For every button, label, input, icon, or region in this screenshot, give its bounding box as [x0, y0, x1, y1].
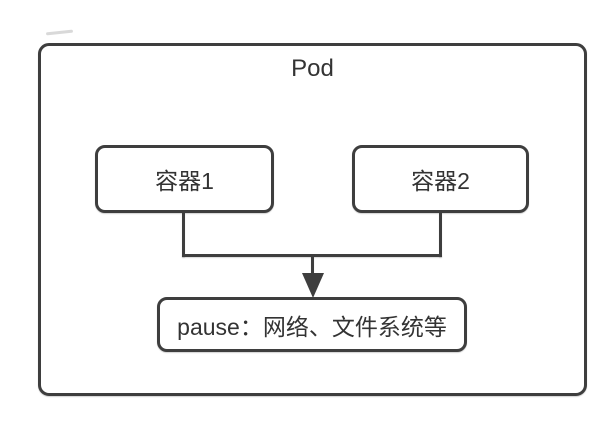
- container-1-node: 容器1: [95, 145, 274, 213]
- pod-title: Pod: [291, 55, 334, 82]
- arrow-down-icon: [302, 273, 324, 298]
- container-2-label: 容器2: [411, 168, 470, 194]
- container-2-node: 容器2: [352, 145, 529, 213]
- connector-arrow-stem: [311, 254, 314, 280]
- connector-left-drop: [182, 213, 185, 257]
- pause-node: pause：网络、文件系统等: [157, 297, 467, 352]
- pause-label: pause：网络、文件系统等: [177, 313, 447, 340]
- connector-right-drop: [439, 213, 442, 257]
- stray-sketch-mark: [45, 29, 74, 36]
- container-1-label: 容器1: [155, 168, 214, 194]
